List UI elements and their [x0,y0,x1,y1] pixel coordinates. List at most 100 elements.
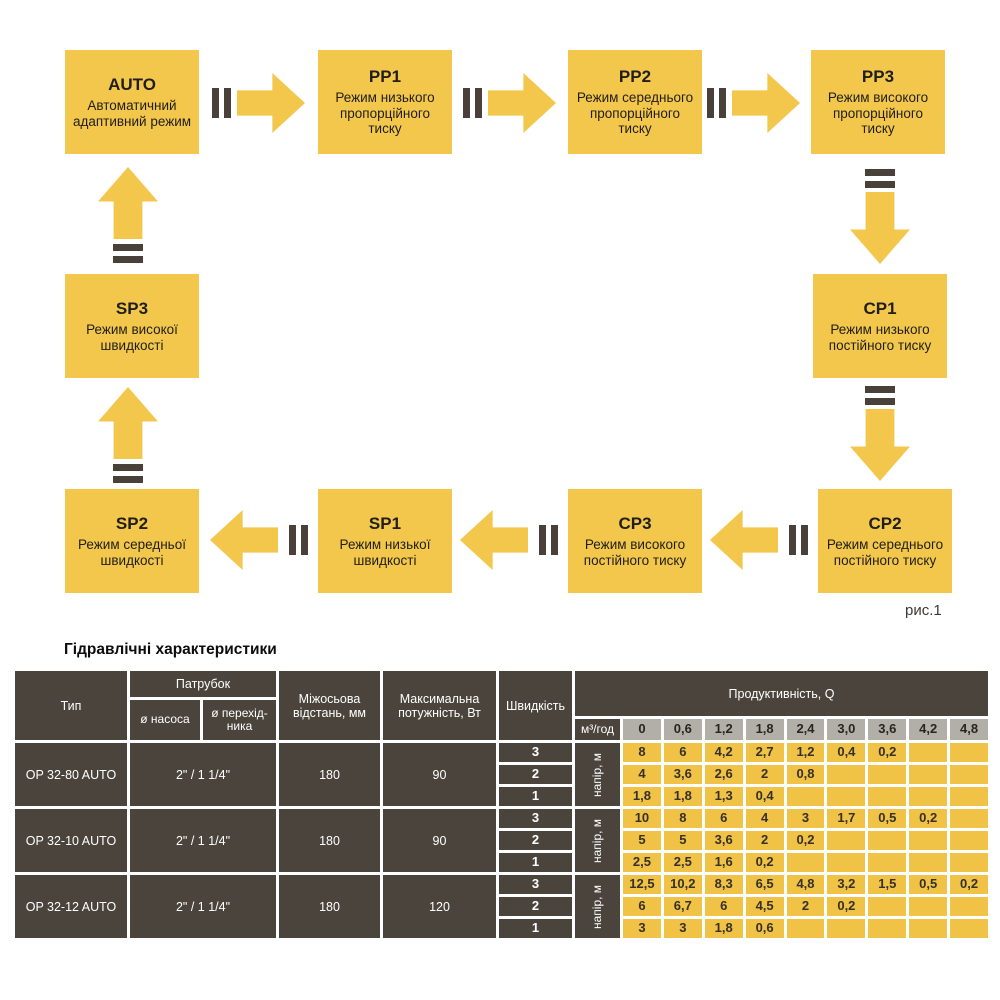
col-header-axial-distance: Міжосьова відстань, мм [279,671,380,740]
pause-icon [212,88,231,118]
head-unit-cell: напір, м [575,809,620,872]
arrow-up-icon [98,167,158,239]
col-header-type: Тип [15,671,127,740]
head-value-cell: 6 [663,743,702,762]
col-header-adapter-diameter: ø перехід- ника [203,700,276,740]
head-value-cell [827,787,866,806]
head-value-cell: 3,6 [663,765,702,784]
pump-type-cell: OP 32-10 AUTO [15,809,127,872]
patrubok-value-cell: 2" / 1 1/4" [130,743,276,806]
pump-type-cell: OP 32-80 AUTO [15,743,127,806]
power-value-cell: 90 [383,809,496,872]
speed-value-cell: 2 [499,765,572,784]
flow-value-header: 3,6 [868,719,907,740]
head-value-cell: 2,6 [704,765,743,784]
node-title: SP1 [368,513,402,533]
patrubok-value-cell: 2" / 1 1/4" [130,809,276,872]
head-value-cell: 6 [704,809,743,828]
node-title: PP2 [618,66,652,86]
head-value-cell [909,919,948,938]
arrow-right-icon [732,73,800,133]
head-value-cell [868,765,907,784]
head-value-cell: 12,5 [623,875,661,894]
head-value-cell [868,919,907,938]
speed-value-cell: 3 [499,809,572,828]
node-title: CP3 [618,513,652,533]
head-value-cell: 0,4 [827,743,866,762]
axial-value-cell: 180 [279,875,380,938]
speed-value-cell: 1 [499,787,572,806]
head-value-cell: 5 [623,831,661,850]
head-value-cell: 2 [786,897,825,916]
flow-value-header: 0 [623,719,661,740]
head-value-cell [909,897,948,916]
head-value-cell: 3 [663,919,702,938]
speed-value-cell: 2 [499,897,572,916]
head-value-cell [950,831,988,850]
node-pp3: PP3 Режим високого пропорційного тиску [811,50,945,154]
node-title: CP1 [863,298,897,318]
head-value-cell: 4,2 [704,743,743,762]
flow-value-header: 0,6 [663,719,702,740]
head-value-cell: 0,4 [745,787,784,806]
head-value-cell: 1,3 [704,787,743,806]
head-value-cell: 3 [623,919,661,938]
head-value-cell [827,853,866,872]
head-unit-cell: напір, м [575,875,620,938]
flow-value-header: 1,2 [704,719,743,740]
head-value-cell: 1,2 [786,743,825,762]
head-value-cell [950,897,988,916]
head-value-cell [868,897,907,916]
pause-icon [113,464,143,483]
head-value-cell: 0,2 [745,853,784,872]
arrow-left-icon [460,510,528,570]
pause-icon [289,525,308,555]
head-value-cell: 5 [663,831,702,850]
speed-value-cell: 3 [499,875,572,894]
head-value-cell: 0,2 [827,897,866,916]
axial-value-cell: 180 [279,743,380,806]
node-cp1: CP1 Режим низького постійного тиску [813,274,947,378]
col-header-pump-diameter: ø насоса [130,700,200,740]
head-value-cell: 0,2 [950,875,988,894]
node-title: SP2 [115,513,149,533]
pause-icon [539,525,558,555]
head-value-cell: 6,5 [745,875,784,894]
head-value-cell: 0,5 [868,809,907,828]
head-value-cell: 0,8 [786,765,825,784]
pause-icon [865,169,895,188]
pause-icon [865,386,895,405]
head-value-cell [909,853,948,872]
head-value-cell [868,831,907,850]
head-value-cell: 10,2 [663,875,702,894]
head-value-cell [786,853,825,872]
head-value-cell [950,787,988,806]
flow-value-header: 1,8 [745,719,784,740]
head-value-cell [868,787,907,806]
head-value-cell: 6 [704,897,743,916]
pause-icon [789,525,808,555]
power-value-cell: 120 [383,875,496,938]
speed-value-cell: 2 [499,831,572,850]
node-subtitle: Режим високого постійного тиску [583,536,687,568]
flow-value-header: 3,0 [827,719,866,740]
head-value-cell [950,809,988,828]
flow-value-header: 4,8 [950,719,988,740]
head-value-cell: 8 [623,743,661,762]
arrow-down-icon [850,409,910,481]
node-pp2: PP2 Режим середнього пропорційного тиску [568,50,702,154]
arrow-down-icon [850,192,910,264]
head-value-cell: 1,8 [623,787,661,806]
node-subtitle: Режим високої швидкості [86,321,178,353]
arrow-left-icon [210,510,278,570]
head-value-cell: 6,7 [663,897,702,916]
node-title: PP3 [861,66,895,86]
pump-type-cell: OP 32-12 AUTO [15,875,127,938]
flow-value-header: 2,4 [786,719,825,740]
head-value-cell: 1,7 [827,809,866,828]
speed-value-cell: 3 [499,743,572,762]
head-value-cell: 8,3 [704,875,743,894]
speed-value-cell: 1 [499,919,572,938]
node-sp2: SP2 Режим середньої швидкості [65,489,199,593]
